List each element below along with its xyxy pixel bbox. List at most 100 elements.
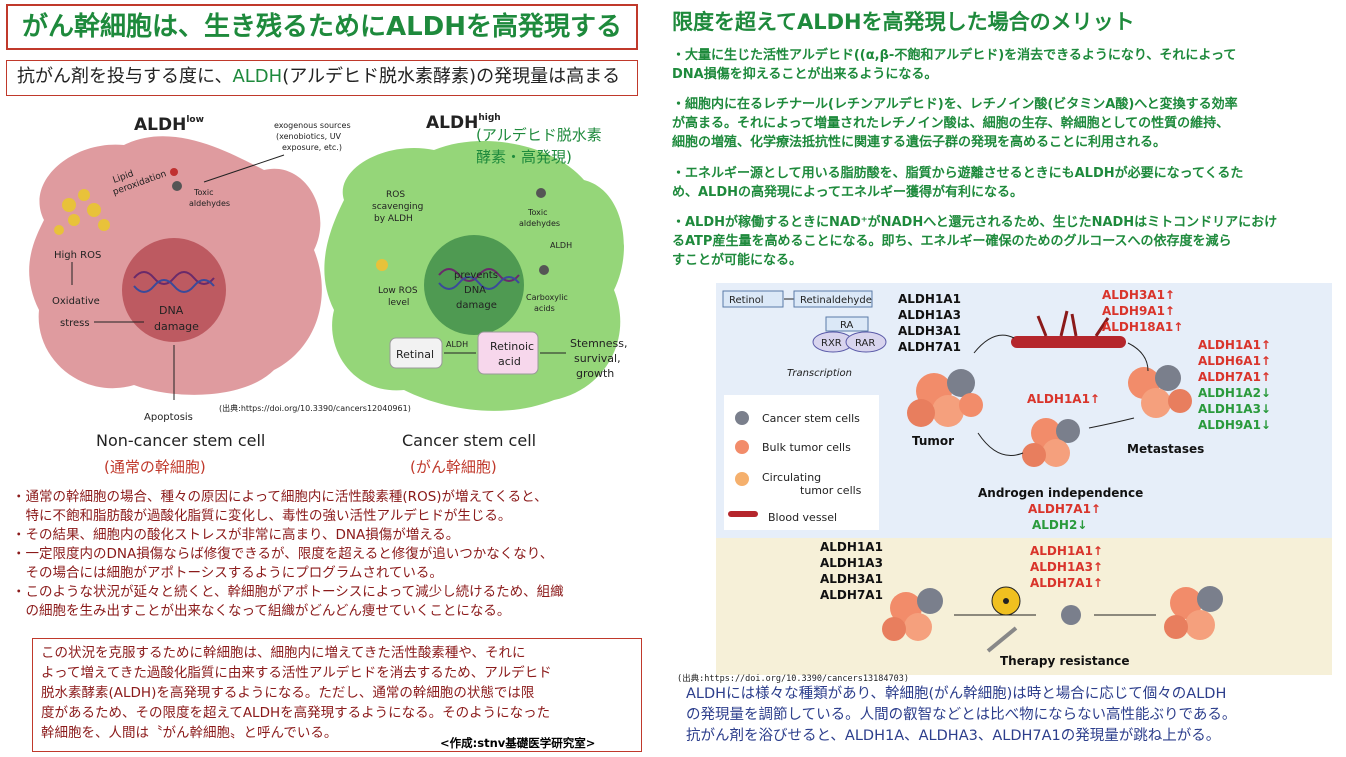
- note-line: 度があるため、その限度を超えてALDHを高発現するようになる。そのようになった: [41, 705, 551, 721]
- androgen-down-label: ALDH2↓: [1032, 518, 1087, 532]
- left-bullet-line: その場合には細胞がアポトーシスするようにプログラムされている。: [12, 565, 443, 581]
- exogenous-label-1: exogenous sources: [274, 121, 351, 130]
- cancer-jp-label: (がん幹細胞): [410, 458, 497, 476]
- cancer-label: Cancer stem cell: [402, 431, 536, 450]
- arrow-tumor-androgen: [977, 432, 1024, 456]
- ros-single-icon: [376, 259, 388, 271]
- stemness-label-2: survival,: [574, 352, 621, 365]
- therapy-up-item: ALDH1A1↑: [1030, 544, 1103, 558]
- therapy-up-item: ALDH1A3↑: [1030, 560, 1103, 574]
- conclusion: ALDHには様々な種類があり、幹細胞(がん幹細胞)は時と場合に応じて個々のALD…: [686, 684, 1336, 747]
- left-bullet-line: ・一定限度内のDNA損傷ならば修復できるが、限度を超えると修復が追いつかなくなり…: [12, 546, 554, 562]
- right-bullet-4: ・ALDHが稼働するときにNAD⁺がNADHへと還元されるため、生じたNADHは…: [672, 213, 1334, 270]
- subtitle-pre: 抗がん剤を投与する度に、: [17, 66, 233, 87]
- right-bullet-3: ・エネルギー源として用いる脂肪酸を、脂質から遊離させるときにもALDHが必要にな…: [672, 164, 1334, 202]
- dna-label-1: DNA: [159, 304, 184, 317]
- legend-circ-label-1: Circulating: [762, 471, 821, 484]
- right-bullet-line: ・エネルギー源として用いる脂肪酸を、脂質から遊離させるときにもALDHが必要にな…: [672, 166, 1244, 181]
- left-bullet-line: ・通常の幹細胞の場合、種々の原因によって細胞内に活性酸素種(ROS)が増えてくる…: [12, 489, 548, 505]
- retinaldehyde-box: [793, 290, 873, 308]
- toxic-label-2: aldehydes: [189, 199, 230, 208]
- toxic-r-label-2: aldehydes: [519, 219, 560, 228]
- therapy-up-item: ALDH7A1↑: [1030, 576, 1103, 590]
- left-bullet-line: 特に不飽和脂肪酸が過酸化脂質に変化し、毒性の強い活性アルデヒドが生じる。: [12, 508, 512, 524]
- low-ros-label-2: level: [388, 298, 409, 308]
- meta-down-item: ALDH9A1↓: [1198, 418, 1271, 432]
- arrow-tumor-vessel: [973, 334, 1015, 354]
- ra-label: RA: [840, 320, 854, 331]
- meta-up-item: ALDH1A1↑: [1198, 338, 1271, 352]
- credit-label: <作成:stnv基礎医学研究室>: [440, 736, 596, 750]
- circulating-legend-icon: [735, 472, 749, 486]
- aldh-low-label: ALDHlow: [134, 115, 204, 135]
- exogenous-label-3: exposure, etc.): [282, 143, 342, 152]
- right-bullet-line: DNA損傷を抑えることが出来るようになる。: [672, 67, 938, 82]
- stemness-label-1: Stemness,: [570, 337, 627, 350]
- cancer-nucleus: [424, 235, 524, 335]
- androgen-up-label: ALDH7A1↑: [1028, 502, 1101, 516]
- carboxylic-acid-icon: [539, 265, 549, 275]
- legend-bulk-label: Bulk tumor cells: [762, 441, 851, 454]
- toxic-aldehyde-r-icon: [536, 188, 546, 198]
- exogenous-label-2: (xenobiotics, UV: [276, 132, 342, 141]
- therapy-list-item: ALDH1A1: [820, 540, 883, 554]
- right-bullet-line: 細胞の増殖、化学療法抵抗性に関連する遺伝子群の発現を高めることに利用される。: [672, 135, 1167, 150]
- retinoic-label-2: acid: [498, 355, 521, 368]
- legend-box: [724, 395, 879, 530]
- ros-label-2: scavenging: [372, 202, 423, 212]
- aldh-list-1-item: ALDH1A3: [898, 308, 961, 322]
- syringe-icon: [986, 626, 1018, 653]
- dna-intact-icon: [438, 268, 520, 290]
- right-bullet-line: が高まる。それによって増量されたレチノイン酸は、細胞の生存、幹細胞としての性質の…: [672, 116, 1230, 131]
- left-bullet-line: ・その結果、細胞内の酸化ストレスが非常に高まり、DNA損傷が増える。: [12, 527, 460, 543]
- note-line: この状況を克服するために幹細胞は、細胞内に増えてきた活性酸素種や、それに: [41, 645, 526, 661]
- note-line: 幹細胞を、人間は〝がん幹細胞〟と呼んでいる。: [41, 725, 338, 741]
- left-bullet-line: ・このような状況が延々と続くと、幹細胞がアポトーシスによって減少し続けるため、組…: [12, 584, 564, 600]
- metastases-label: Metastases: [1127, 442, 1204, 456]
- meta-down-item: ALDH1A3↓: [1198, 402, 1271, 416]
- therapy-aldh-list: ALDH1A1 ALDH1A3 ALDH3A1 ALDH7A1: [820, 540, 883, 602]
- legend-vessel-label: Blood vessel: [768, 511, 837, 524]
- metastases-aldh-list: ALDH1A1↑ ALDH6A1↑ ALDH7A1↑ ALDH1A2↓ ALDH…: [1198, 338, 1271, 432]
- therapy-up-list: ALDH1A1↑ ALDH1A3↑ ALDH7A1↑: [1030, 544, 1103, 590]
- right-bullet-line: すことが可能になる。: [672, 253, 803, 268]
- right-bullet-line: るATP産生量を高めることになる。即ち、エネルギー確保のためのグルコースへの依存…: [672, 234, 1232, 249]
- carboxylic-label-1: Carboxylic: [526, 293, 568, 302]
- vessel-up-item: ALDH3A1↑: [1102, 288, 1175, 302]
- toxic-r-label-1: Toxic: [527, 208, 548, 217]
- retinaldehyde-label: Retinaldehyde: [800, 295, 872, 306]
- conclusion-line: の発現量を調節している。人間の叡智などとは比べ物にならない高性能ぶりである。: [686, 707, 1237, 723]
- tumor-label: Tumor: [912, 434, 954, 448]
- left-bullet-line: の細胞を生み出すことが出来なくなって組織がどんどん痩せていくことになる。: [12, 603, 511, 619]
- rxr-label: RXR: [821, 338, 842, 349]
- center-up-label: ALDH1A1↑: [1027, 392, 1100, 406]
- blood-vessel-icon: [1011, 336, 1126, 348]
- csc-legend-icon: [735, 411, 749, 425]
- legend-circ-label-2: tumor cells: [800, 484, 862, 497]
- right-bullet-line: ・ALDHが稼働するときにNAD⁺がNADHへと還元されるため、生じたNADHは…: [672, 215, 1278, 230]
- prevents-label-1: prevents: [454, 270, 498, 281]
- dna-broken-icon: [133, 271, 215, 293]
- stemness-label-3: growth: [576, 367, 614, 380]
- right-bullet-line: め、ALDHの高発現によってエネルギー獲得が有利になる。: [672, 185, 1023, 200]
- retinol-label: Retinol: [729, 295, 764, 306]
- therapy-list-item: ALDH1A3: [820, 556, 883, 570]
- carboxylic-label-2: acids: [534, 304, 555, 313]
- legend-csc-label: Cancer stem cells: [762, 412, 860, 425]
- left-bullets: ・通常の幹細胞の場合、種々の原因によって細胞内に活性酸素種(ROS)が増えてくる…: [12, 488, 638, 621]
- therapy-tumor-before-icon: [882, 588, 943, 641]
- main-title: がん幹細胞は、生き残るためにALDHを高発現する: [6, 4, 638, 50]
- arrow-vessel-meta: [1127, 342, 1149, 372]
- toxic-label-1: Toxic: [193, 188, 214, 197]
- aldh-high-jp-2: 酵素・高発現): [476, 148, 572, 166]
- transcription-label: Transcription: [787, 368, 852, 379]
- lower-panel-bg: [716, 538, 1332, 675]
- retinoic-label-1: Retinoic: [490, 340, 534, 353]
- right-bullet-1: ・大量に生じた活性アルデヒド((α,β-不飽和アルデヒド)を消去できるようになり…: [672, 46, 1334, 84]
- retinol-box: [722, 290, 784, 308]
- therapy-tumor-after-icon: [1164, 586, 1223, 640]
- oxidative-label-1: Oxidative: [52, 296, 100, 307]
- aldh-list-1-item: ALDH3A1: [898, 324, 961, 338]
- retinal-label: Retinal: [396, 348, 434, 361]
- aldh-list-1: ALDH1A1 ALDH1A3 ALDH3A1 ALDH7A1: [898, 292, 961, 354]
